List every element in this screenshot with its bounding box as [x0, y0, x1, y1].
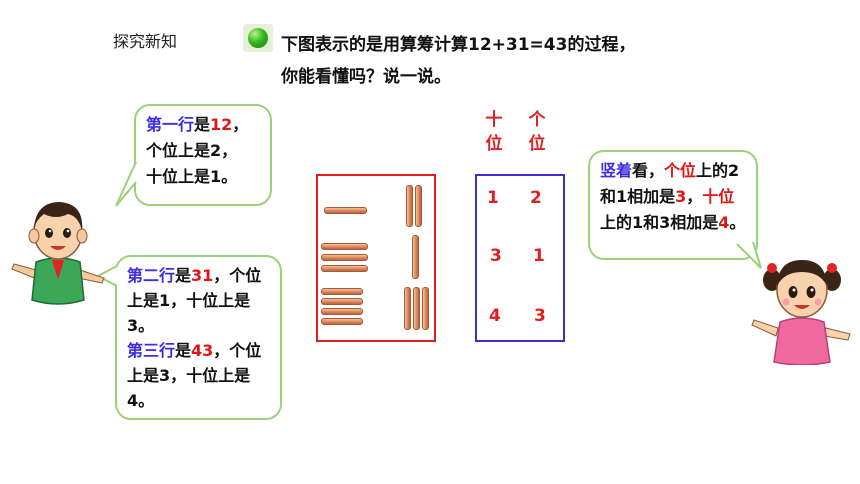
speech-bubble-row1: 第一行是12， 个位上是2， 十位上是1。: [134, 104, 272, 206]
section-title: 探究新知: [113, 32, 178, 51]
rod-vertical: [413, 287, 420, 330]
ones-place-header: 个 位: [526, 108, 548, 156]
bubble-paragraph-row3: 第三行是43，个位上是3，十位上是4。: [127, 338, 270, 413]
row2-label: 第二行: [127, 266, 176, 285]
header-char: 个: [528, 110, 546, 130]
bubble-line: 第一行是12，: [146, 112, 260, 138]
rod-horizontal: [321, 298, 363, 305]
bubble-text: ，个位上是3，十位上是4。: [127, 341, 262, 410]
rod-horizontal: [321, 308, 363, 315]
tens-place-label: 十位: [702, 187, 735, 206]
digit-row3-tens: 4: [489, 306, 501, 326]
counting-rods-box: [316, 174, 436, 342]
bubble-text: ，: [232, 115, 249, 134]
speech-bubble-right: 竖着看，个位上的2和1相加是3，十位上的1和3相加是4。: [588, 150, 758, 260]
ones-sum: 3: [675, 187, 687, 206]
header-char: 位: [528, 134, 546, 154]
rod-vertical: [404, 287, 411, 330]
bubble-text: 是: [175, 341, 192, 360]
rod-vertical: [422, 287, 429, 330]
digit-row1-tens: 1: [487, 188, 499, 208]
boy-illustration: [11, 202, 105, 305]
row3-label: 第三行: [127, 341, 176, 360]
digit-row2-tens: 3: [490, 246, 502, 266]
bullet-icon: [243, 24, 273, 52]
digit-row2-ones: 1: [533, 246, 545, 266]
bubble-tail: [115, 161, 137, 207]
instruction-line-2: 你能看懂吗？说一说。: [281, 67, 451, 87]
rod-horizontal: [321, 265, 368, 272]
rod-vertical: [415, 185, 422, 227]
header-char: 位: [485, 134, 503, 154]
rod-vertical: [406, 185, 413, 227]
instruction-line-1: 下图表示的是用算筹计算12+31=43的过程，: [281, 35, 636, 55]
digit-row1-ones: 2: [530, 188, 542, 208]
bubble-text: 是: [175, 266, 192, 285]
rod-vertical: [412, 235, 419, 279]
row1-label: 第一行: [146, 115, 195, 134]
row3-number: 43: [191, 341, 214, 360]
bubble-text: 看，: [632, 161, 665, 180]
rod-horizontal: [321, 318, 363, 325]
digit-row3-ones: 3: [534, 306, 546, 326]
rod-horizontal: [324, 207, 367, 214]
tens-place-header: 十 位: [483, 108, 505, 156]
instruction-text: 下图表示的是用算筹计算12+31=43的过程， 你能看懂吗？说一说。: [281, 29, 635, 93]
rod-horizontal: [321, 243, 368, 250]
row2-number: 31: [191, 266, 214, 285]
bubble-line: 个位上是2，: [146, 141, 238, 160]
bubble-paragraph-row2: 第二行是31，个位上是1，十位上是3。: [127, 263, 270, 338]
bubble-text: ，: [686, 187, 703, 206]
header-char: 十: [485, 110, 503, 130]
rod-horizontal: [321, 288, 363, 295]
bubble-text: 是: [194, 115, 211, 134]
rod-horizontal: [321, 254, 368, 261]
tens-sum: 4: [718, 213, 730, 232]
digits-box: 1 2 3 1 4 3: [475, 174, 565, 342]
vertical-label: 竖着: [600, 161, 633, 180]
girl-illustration: [751, 260, 851, 365]
bubble-text: 上的2和1相加是: [600, 161, 740, 206]
speech-bubble-rows23: 第二行是31，个位上是1，十位上是3。 第三行是43，个位上是3，十位上是4。: [115, 255, 282, 420]
bubble-text: ，个位上是1，十位上是3。: [127, 266, 262, 335]
bubble-tail: [736, 241, 762, 269]
bubble-text: 。: [729, 213, 746, 232]
ones-place-label: 个位: [664, 161, 697, 180]
bubble-line: 十位上是1。: [146, 167, 238, 186]
bubble-text: 上的1和3相加是: [600, 213, 719, 232]
row1-number: 12: [210, 115, 233, 134]
